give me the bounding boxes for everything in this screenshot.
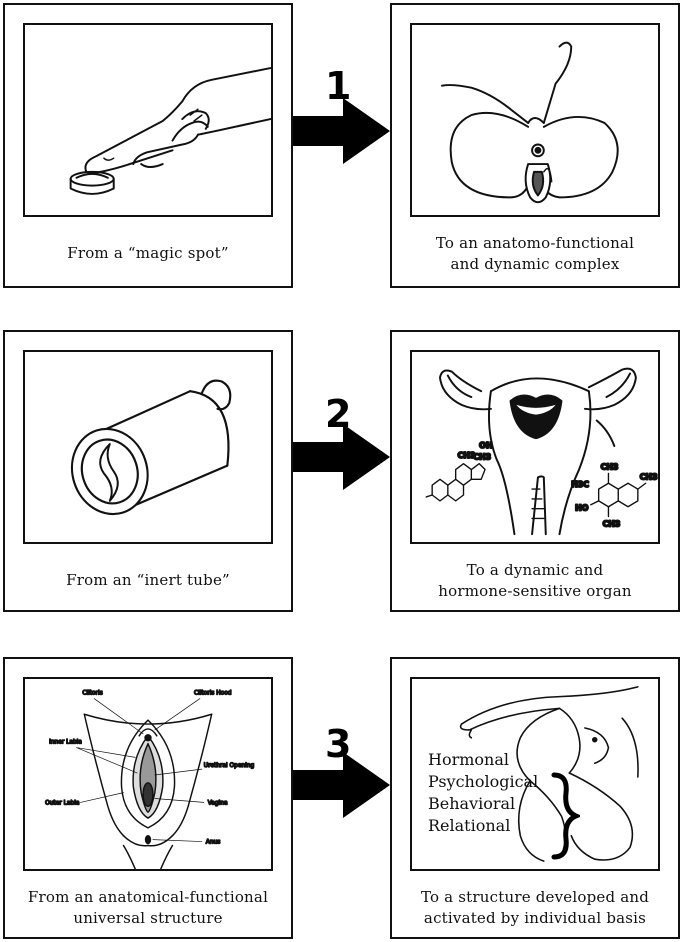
chem-label-ch3-b: CH3 [473, 453, 491, 462]
from-caption-2: From an “inert tube” [5, 570, 291, 591]
curly-brace-icon [551, 772, 580, 860]
label-urethral-opening: Urethral Opening [204, 763, 255, 769]
from-panel-2: From an “inert tube” [3, 330, 293, 612]
from-caption-3-line-1: From an anatomical-functional [27, 888, 269, 906]
from-caption-2-line-1: From an “inert tube” [66, 571, 230, 589]
label-vagina: Vagina [208, 800, 228, 806]
step-number-1: 1 [325, 64, 352, 108]
chem-label-h3c: H3C [571, 480, 589, 489]
finger-pressing-button-icon [23, 23, 273, 217]
to-caption-1: To an anatomo-functional and dynamic com… [392, 233, 678, 275]
factor-behavioral: Behavioral [428, 794, 516, 813]
to-caption-3: To a structure developed and activated b… [392, 887, 678, 929]
chem-label-ch3-c: CH3 [601, 463, 619, 472]
from-panel-1: From a “magic spot” [3, 3, 293, 288]
factor-psychological: Psychological [428, 772, 539, 791]
from-panel-3: Clitoris Clitoris Hood Inner Labia Ureth… [3, 657, 293, 939]
label-anus: Anus [206, 840, 221, 846]
inert-tube-illustration [23, 350, 273, 544]
right-arrow-icon [293, 752, 390, 818]
from-caption-1: From a “magic spot” [5, 243, 291, 264]
from-caption-3: From an anatomical-functional universal … [5, 887, 291, 929]
chem-label-ch3-d: CH3 [640, 472, 658, 481]
chem-label-ch3-e: CH3 [603, 519, 621, 528]
influence-factors-list: Hormonal Psychological Behavioral Relati… [428, 749, 538, 837]
to-panel-3: Hormonal Psychological Behavioral Relati… [390, 657, 680, 939]
label-clitoris-hood: Clitoris Hood [194, 691, 232, 697]
chem-label-ch3-a: CH3 [458, 451, 476, 460]
from-caption-1-line-1: From a “magic spot” [67, 244, 229, 262]
label-inner-labia: Inner Labia [49, 740, 82, 746]
right-arrow-icon [293, 424, 390, 490]
label-clitoris: Clitoris [82, 691, 102, 697]
factor-relational: Relational [428, 816, 511, 835]
to-panel-1: To an anatomo-functional and dynamic com… [390, 3, 680, 288]
to-panel-2: CH3 OH CH3 CH3 H3C CH3 HO CH3 To a dynam… [390, 330, 680, 612]
to-caption-3-line-1: To a structure developed and [420, 888, 650, 906]
clitoral-complex-illustration [410, 23, 660, 217]
to-caption-2: To a dynamic and hormone-sensitive organ [392, 560, 678, 602]
from-caption-3-line-2: universal structure [73, 909, 223, 927]
to-caption-1-line-1: To an anatomo-functional [435, 234, 635, 252]
chem-label-oh: OH [479, 441, 492, 450]
uterus-with-mouth-illustration: CH3 OH CH3 CH3 H3C CH3 HO CH3 [410, 350, 660, 544]
vulva-anatomy-diagram: Clitoris Clitoris Hood Inner Labia Ureth… [23, 677, 273, 871]
chem-label-ho: HO [575, 504, 589, 513]
right-arrow-icon [293, 98, 390, 164]
to-caption-2-line-1: To a dynamic and [466, 561, 604, 579]
factor-hormonal: Hormonal [428, 750, 509, 769]
seated-female-figure-illustration: Hormonal Psychological Behavioral Relati… [410, 677, 660, 871]
label-outer-labia: Outer Labia [45, 800, 80, 806]
to-caption-2-line-2: hormone-sensitive organ [438, 582, 632, 600]
to-caption-1-line-2: and dynamic complex [450, 255, 620, 273]
to-caption-3-line-2: activated by individual basis [423, 909, 647, 927]
